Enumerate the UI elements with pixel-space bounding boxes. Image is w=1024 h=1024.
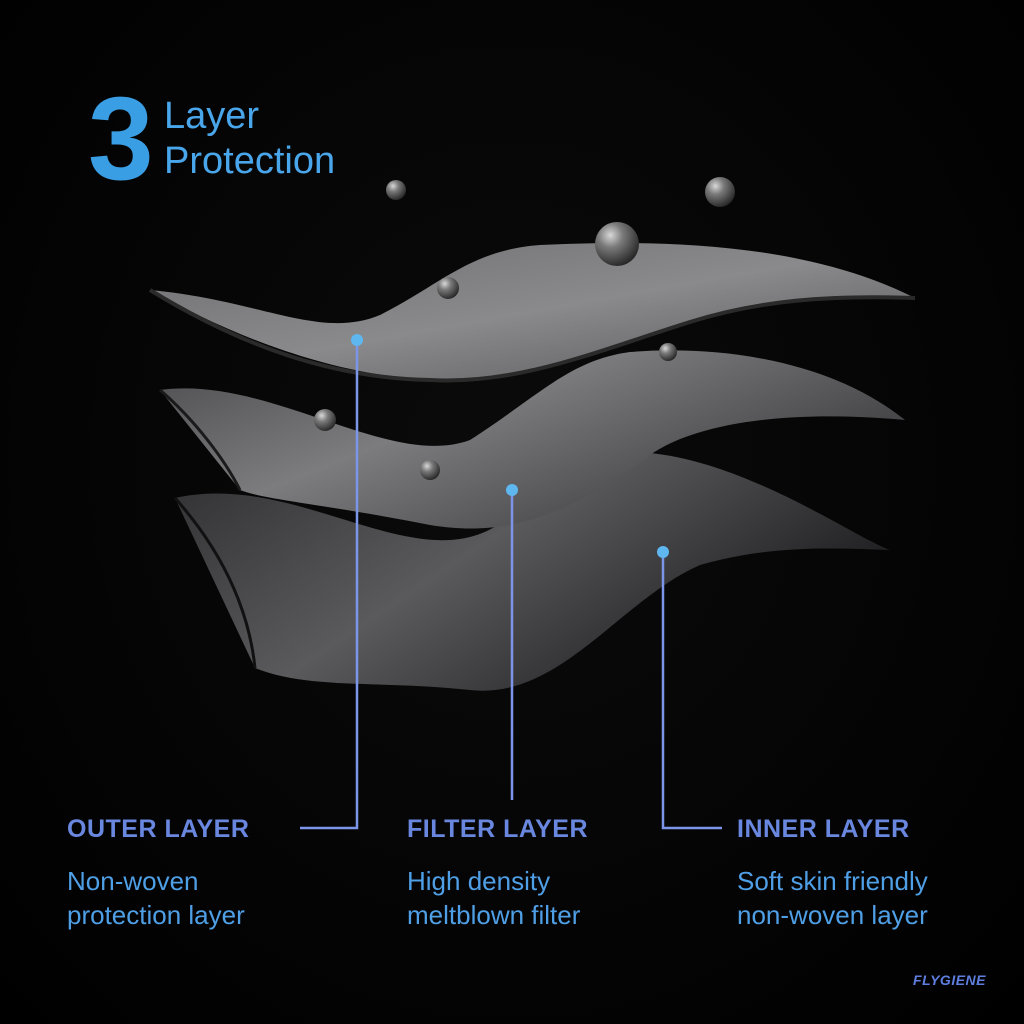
brand-logo-text: FLYGIENE: [913, 972, 986, 988]
water-droplet: [386, 180, 406, 200]
filter-layer-sheet: [160, 350, 905, 529]
water-droplet: [420, 460, 440, 480]
filter-layer-name: FILTER LAYER: [407, 815, 589, 843]
outer-layer-sheet: [150, 242, 915, 381]
outer-layer-name: OUTER LAYER: [67, 815, 250, 843]
inner-layer-callout-dot: [657, 546, 669, 558]
inner-layer-desc-line-2: non-woven layer: [737, 900, 928, 930]
water-droplet: [705, 177, 735, 207]
outer-layer-callout-line: [300, 340, 359, 830]
water-droplet: [659, 343, 677, 361]
water-droplet: [595, 222, 639, 266]
outer-layer-desc-line-1: Non-woven: [67, 866, 199, 896]
filter-layer-desc-line-1: High density: [407, 866, 551, 896]
filter-layer-callout-dot: [506, 484, 518, 496]
title-line-1: Layer: [164, 95, 260, 137]
title-number: 3: [88, 73, 154, 205]
filter-layer-desc-line-2: meltblown filter: [407, 900, 581, 930]
filter-layer-edge: [159, 388, 242, 491]
inner-layer-desc-line-1: Soft skin friendly: [737, 866, 928, 896]
outer-layer-desc-line-2: protection layer: [67, 900, 245, 930]
water-droplet: [437, 277, 459, 299]
title-line-2: Protection: [164, 140, 336, 182]
inner-layer-sheet: [175, 452, 890, 691]
outer-layer-callout-dot: [351, 334, 363, 346]
inner-layer-callout-line: [661, 552, 722, 830]
inner-layer-name: INNER LAYER: [737, 815, 910, 843]
inner-layer-edge: [173, 497, 257, 669]
water-droplet: [314, 409, 336, 431]
outer-layer-underside: [148, 288, 916, 383]
